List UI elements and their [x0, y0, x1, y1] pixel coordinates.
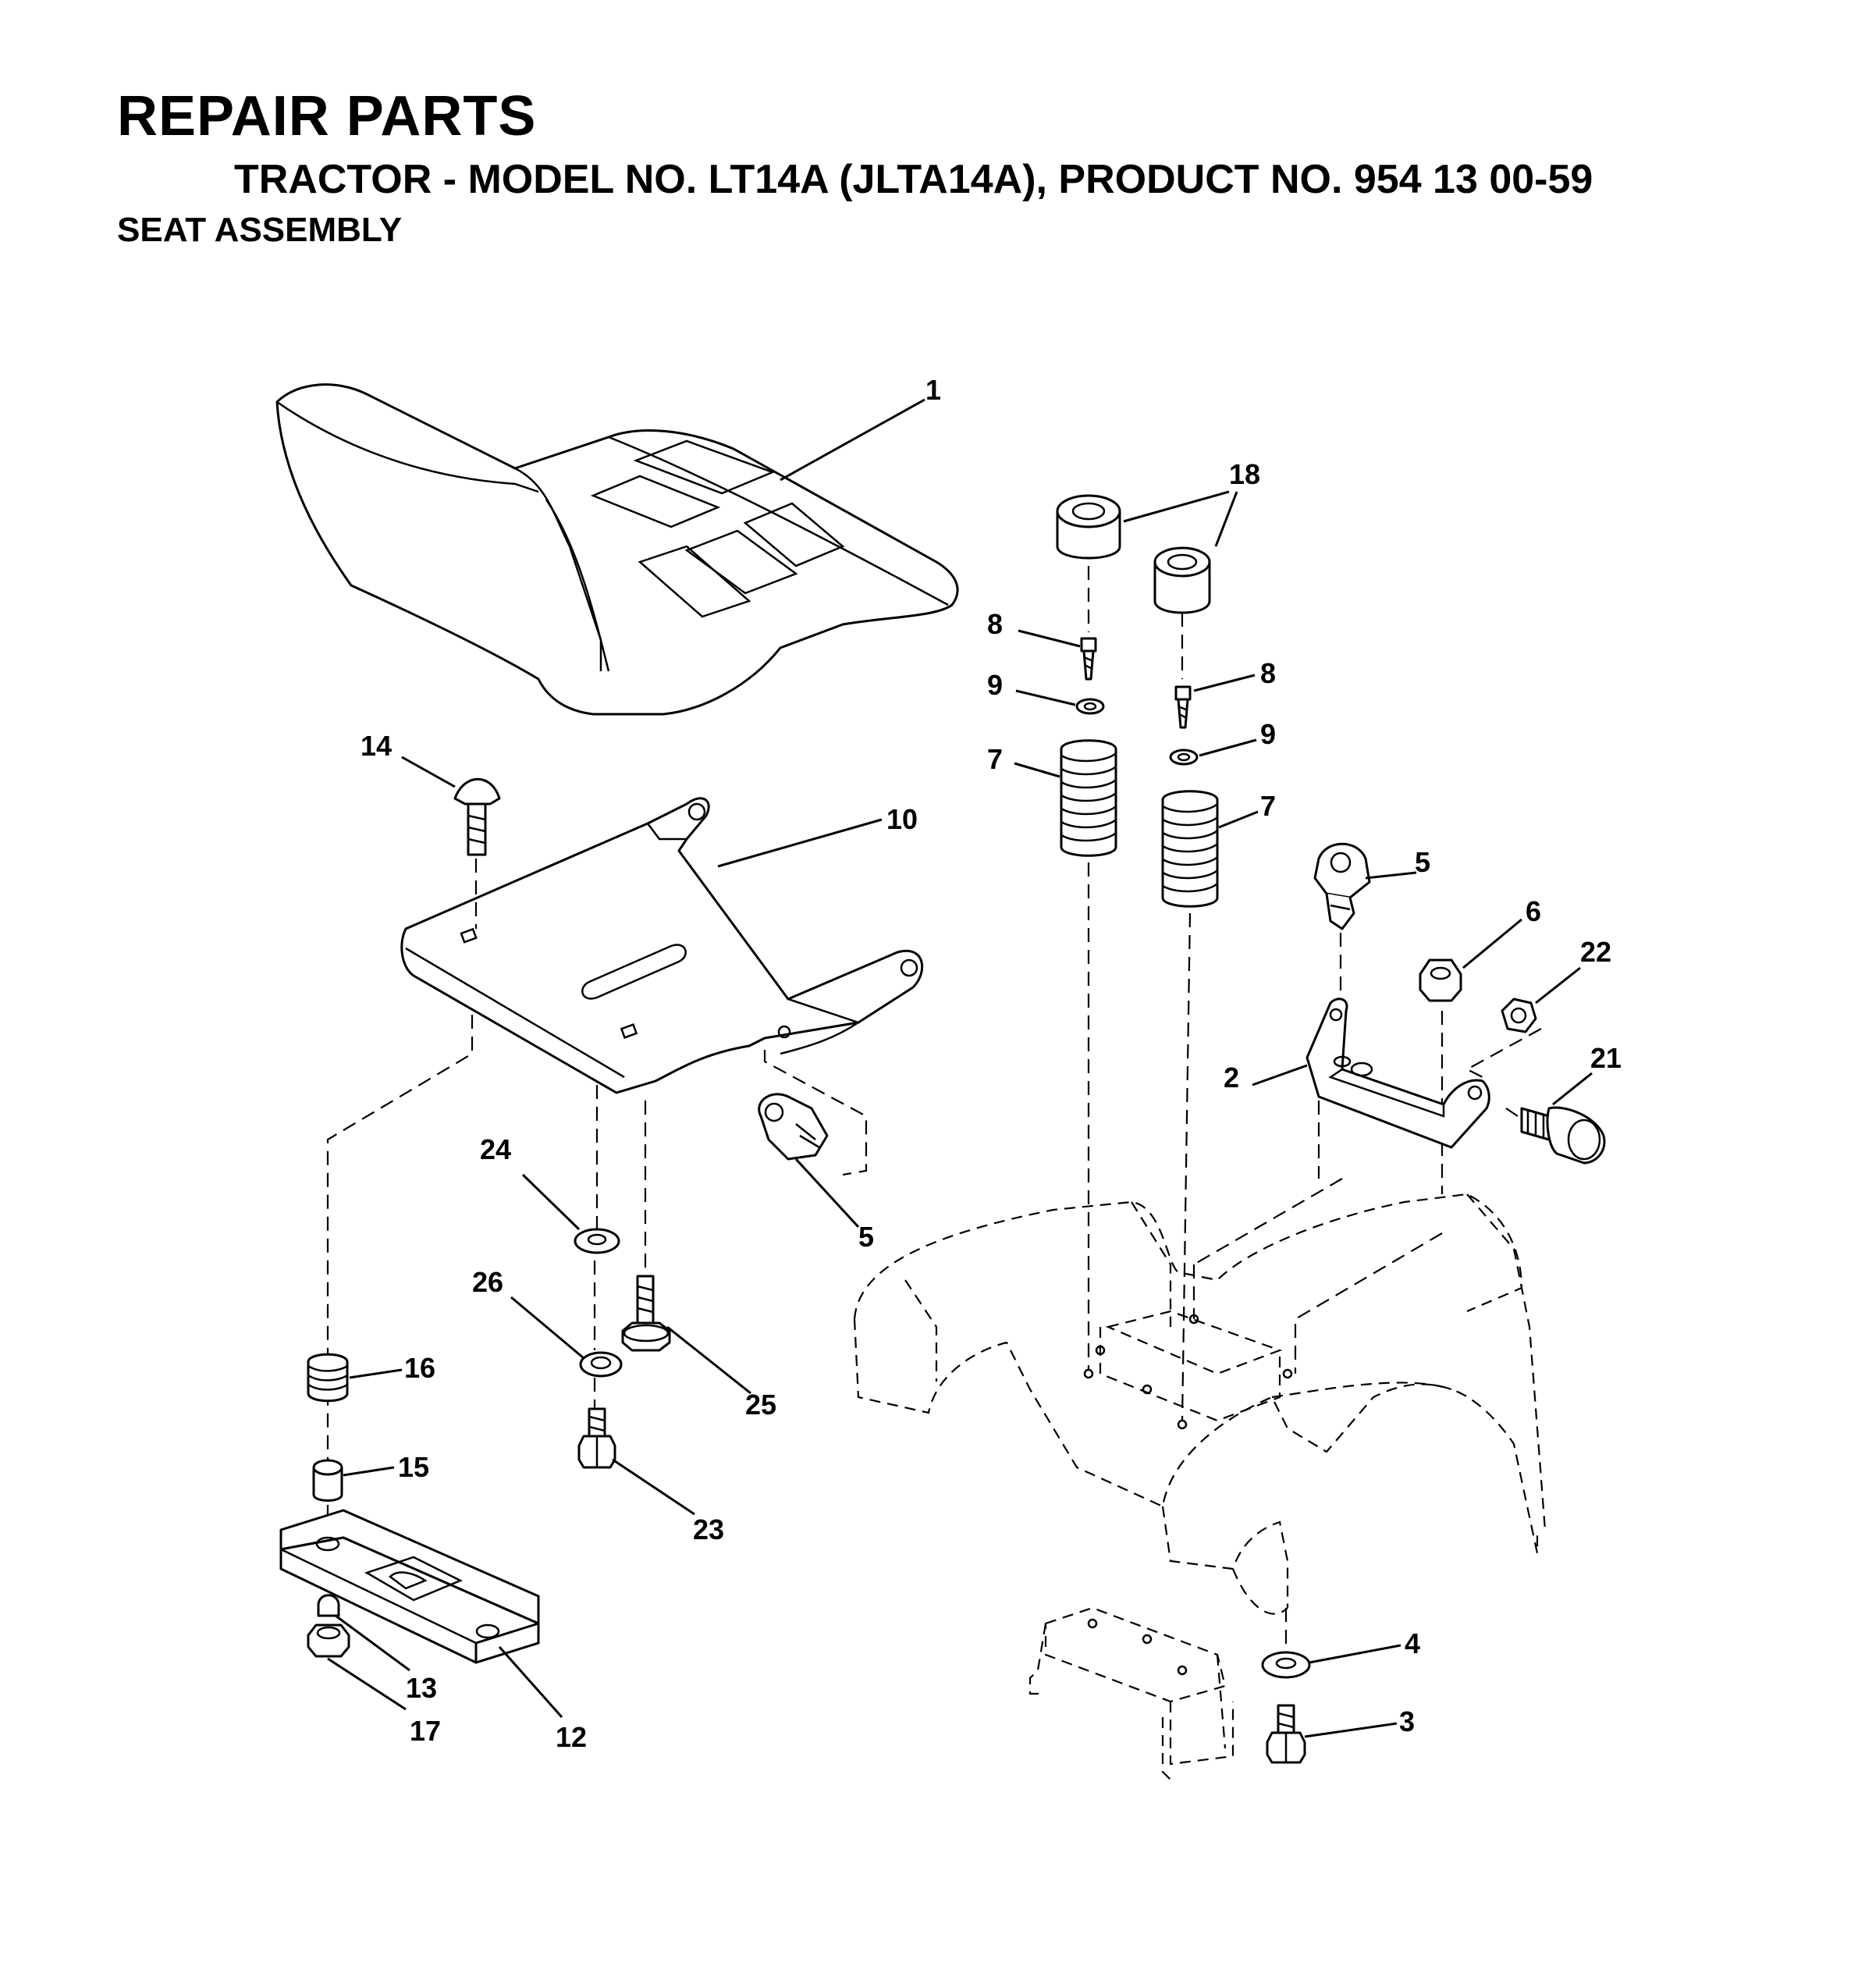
nut-part-6 [1419, 958, 1462, 1002]
callout-15: 15 [398, 1451, 429, 1483]
bolt-part-3 [1266, 1704, 1306, 1764]
callout-14: 14 [361, 730, 392, 762]
callout-8a: 8 [987, 608, 1003, 640]
callout-9b: 9 [1260, 718, 1276, 750]
dash-6b [1294, 1232, 1443, 1374]
callout-18: 18 [1229, 458, 1260, 490]
washer-part-4 [1261, 1651, 1311, 1679]
leader-17 [327, 1657, 407, 1711]
leader-9b [1199, 738, 1257, 757]
leader-10 [717, 818, 883, 868]
leader-13 [335, 1614, 410, 1672]
leader-3 [1304, 1722, 1398, 1738]
callout-4: 4 [1405, 1627, 1420, 1659]
leader-8a [1018, 629, 1081, 648]
dash-pan-left [326, 1015, 474, 1483]
callout-23: 23 [693, 1513, 724, 1545]
dash-2b [1193, 1178, 1343, 1265]
spacer-part-18b [1153, 546, 1211, 614]
leader-6 [1462, 918, 1522, 969]
shoulder-bolt-part-25 [621, 1275, 671, 1352]
dash-22 [1465, 1028, 1542, 1078]
dash-right-stack-bottom [1181, 912, 1192, 1421]
carriage-bolt-part-14 [453, 777, 501, 856]
seat-mount-frame-phantom [1028, 1606, 1234, 1780]
washer-part-9a [1075, 698, 1105, 715]
leader-7a [1014, 762, 1060, 778]
washer-part-24 [574, 1228, 620, 1254]
bolt-part-21 [1520, 1106, 1606, 1165]
lock-washer-part-26 [579, 1351, 623, 1378]
leader-9a [1015, 689, 1076, 706]
leader-12 [498, 1646, 563, 1718]
bracket-part-2 [1306, 998, 1490, 1149]
callout-17: 17 [410, 1715, 441, 1747]
callout-22: 22 [1580, 936, 1611, 968]
leader-18a [1123, 490, 1230, 523]
spring-part-7a [1060, 739, 1117, 857]
spring-part-16 [307, 1353, 349, 1403]
leader-24 [521, 1173, 581, 1231]
leader-15 [343, 1466, 395, 1477]
hex-bolt-part-23 [577, 1407, 616, 1469]
bolt-part-8b [1174, 685, 1192, 729]
callout-13: 13 [406, 1672, 437, 1704]
section-title: SEAT ASSEMBLY [117, 211, 403, 249]
nut-part-22 [1501, 998, 1537, 1033]
callout-24: 24 [480, 1133, 511, 1165]
leader-5a [1365, 871, 1417, 880]
callout-5b: 5 [858, 1221, 874, 1253]
dash-5b [763, 1050, 868, 1176]
callout-6: 6 [1526, 895, 1541, 927]
callout-26: 26 [472, 1266, 503, 1298]
leader-22 [1535, 966, 1581, 1005]
leader-7b [1218, 810, 1259, 829]
clip-part-5b [758, 1093, 829, 1161]
page-title: REPAIR PARTS [117, 85, 537, 148]
leader-14 [401, 756, 456, 788]
dash-21 [1505, 1108, 1519, 1117]
callout-7a: 7 [987, 743, 1003, 775]
callout-3: 3 [1399, 1705, 1415, 1737]
leader-18b [1214, 491, 1238, 547]
callout-8b: 8 [1260, 657, 1276, 689]
callout-16: 16 [404, 1352, 435, 1384]
leader-16 [349, 1368, 403, 1379]
bolt-part-13 [317, 1594, 340, 1617]
callout-2: 2 [1224, 1062, 1239, 1094]
leader-21 [1552, 1072, 1593, 1106]
leader-26 [510, 1296, 584, 1360]
spring-part-7b [1161, 790, 1219, 908]
clip-part-5a [1313, 842, 1371, 930]
leader-8b [1193, 674, 1256, 692]
fender-holes [1083, 1314, 1293, 1430]
leader-25 [666, 1325, 751, 1395]
flange-nut-part-17 [307, 1623, 350, 1658]
washer-part-9b [1169, 749, 1199, 766]
leader-1 [780, 398, 925, 482]
callout-10: 10 [886, 803, 918, 835]
leader-23 [612, 1458, 695, 1516]
seat-part-1 [275, 383, 959, 716]
spacer-part-15 [312, 1459, 343, 1502]
callout-21: 21 [1590, 1042, 1622, 1074]
callout-9a: 9 [987, 669, 1003, 701]
model-subtitle: TRACTOR - MODEL NO. LT14A (JLTA14A), PRO… [234, 157, 1593, 202]
callout-5a: 5 [1415, 846, 1430, 878]
callout-12: 12 [556, 1721, 587, 1753]
seat-pan-part-10 [400, 797, 924, 1094]
spacer-part-18a [1056, 494, 1121, 560]
slide-bracket-part-12 [279, 1509, 540, 1664]
tractor-fender-phantom [853, 1193, 1547, 1615]
callout-1: 1 [925, 374, 941, 406]
leader-5b [794, 1158, 860, 1229]
callout-7b: 7 [1260, 790, 1276, 822]
bolt-part-8a [1080, 637, 1097, 681]
leader-4 [1309, 1644, 1401, 1664]
callout-25: 25 [745, 1389, 776, 1421]
leader-2 [1252, 1064, 1308, 1086]
